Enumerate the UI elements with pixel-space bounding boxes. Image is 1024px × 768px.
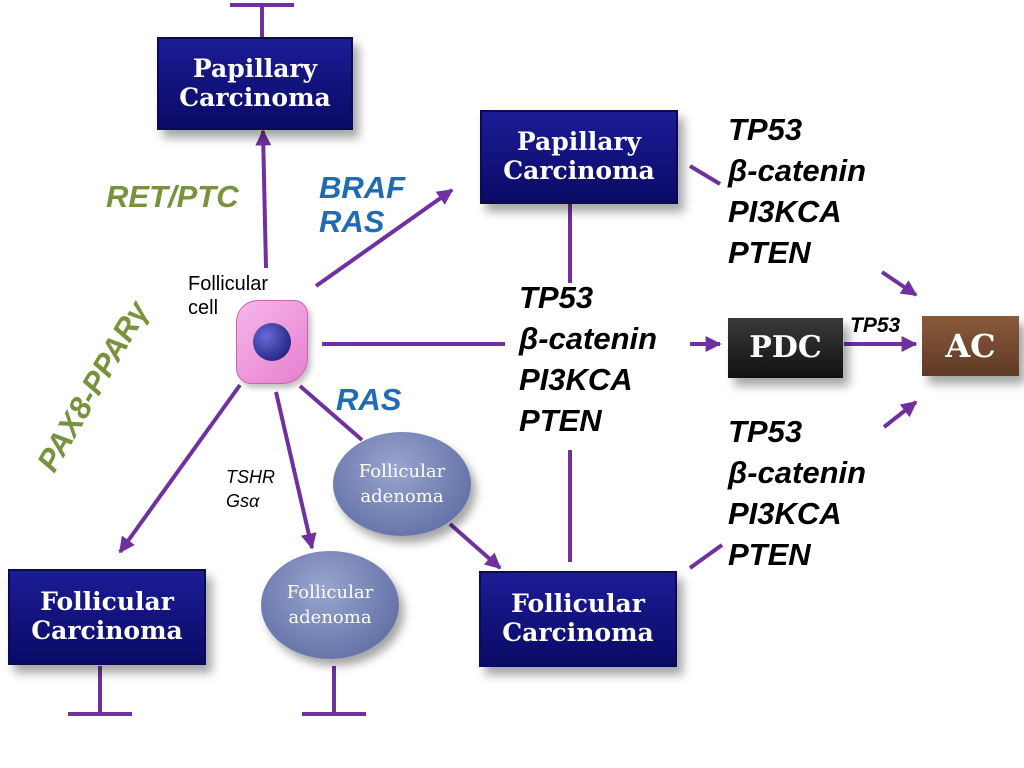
cell-nucleus-icon [253,323,291,361]
ret-ptc-label: RET/PTC [106,179,239,214]
arrow-cell-to-papillary-center [314,188,454,288]
papillary-carcinoma-left-line1: Papillary [192,53,318,83]
adenoma-lower-line2: adenoma [288,607,372,628]
gene-bottom-2: β-catenin [728,455,867,490]
gene-list-middle: TP53 β-catenin PI3KCA PTEN [519,277,657,441]
gene-top-4: PTEN [728,235,811,270]
follicular-cell-label: Follicular cell [188,272,268,320]
gene-top-1: TP53 [728,112,803,147]
line-follicular-center-to-bottom-genes [688,543,724,570]
arrow-cell-to-follicular-left [118,383,242,554]
adenoma-upper-line2: adenoma [360,486,444,507]
follicular-carcinoma-center-box: Follicular Carcinoma [479,571,677,667]
ac-label: AC [945,326,996,365]
gene-top-3: PI3KCA [728,194,842,229]
ras-lower-label: RAS [336,382,402,417]
gene-bottom-3: PI3KCA [728,496,842,531]
gsa-label: Gsα [226,491,260,511]
gene-mid-3: PI3KCA [519,362,633,397]
follicular-cell-icon [236,300,308,384]
follicular-adenoma-lower: Follicular adenoma [261,551,399,659]
braf-ras-label: BRAF RAS [319,171,405,239]
tshr-gsa-label: TSHR Gsα [226,465,275,513]
arrow-cell-to-papillary-left [255,129,272,269]
ras-upper-label: RAS [319,204,385,239]
follicular-cell-label-line2: cell [188,297,219,319]
gene-list-bottom-right: TP53 β-catenin PI3KCA PTEN [728,411,866,575]
tshr-label: TSHR [226,467,275,487]
follicular-carcinoma-left-box: Follicular Carcinoma [8,569,206,665]
gene-mid-1: TP53 [519,280,594,315]
tp53-small-label: TP53 [850,314,901,337]
adenoma-upper-line1: Follicular [358,460,446,482]
gene-mid-4: PTEN [519,403,602,438]
line-cell-to-upper-adenoma [298,384,364,442]
papillary-carcinoma-center-box: Papillary Carcinoma [480,110,678,204]
follicular-carcinoma-left-line1: Follicular [40,587,174,617]
papillary-carcinoma-center-line2: Carcinoma [503,156,655,185]
follicular-carcinoma-left-line2: Carcinoma [31,616,183,645]
follicular-cell-label-line1: Follicular [188,273,269,295]
braf-label: BRAF [319,170,406,205]
line-papillary-center-to-top-genes [688,164,722,186]
arrow-bottom-genes-to-ac [882,400,918,429]
ac-box: AC [922,316,1019,376]
gene-bottom-1: TP53 [728,414,803,449]
papillary-carcinoma-center-line1: Papillary [516,127,642,157]
pdc-box: PDC [728,318,843,378]
arrow-cell-to-lower-adenoma [274,391,317,550]
arrow-adenoma-to-follicular-center [448,522,502,570]
papillary-carcinoma-left-line2: Carcinoma [179,82,331,112]
gene-top-2: β-catenin [728,153,867,188]
follicular-carcinoma-center-line1: Follicular [511,589,645,619]
follicular-carcinoma-center-line2: Carcinoma [502,618,654,647]
adenoma-lower-line1: Follicular [286,581,374,603]
gene-list-top-right: TP53 β-catenin PI3KCA PTEN [728,109,866,273]
papillary-carcinoma-left-box: Papillary Carcinoma [157,37,353,130]
arrow-top-genes-to-ac [880,270,918,297]
follicular-adenoma-upper: Follicular adenoma [333,432,471,536]
gene-bottom-4: PTEN [728,537,811,572]
pdc-label: PDC [749,329,822,365]
gene-mid-2: β-catenin [519,321,658,356]
